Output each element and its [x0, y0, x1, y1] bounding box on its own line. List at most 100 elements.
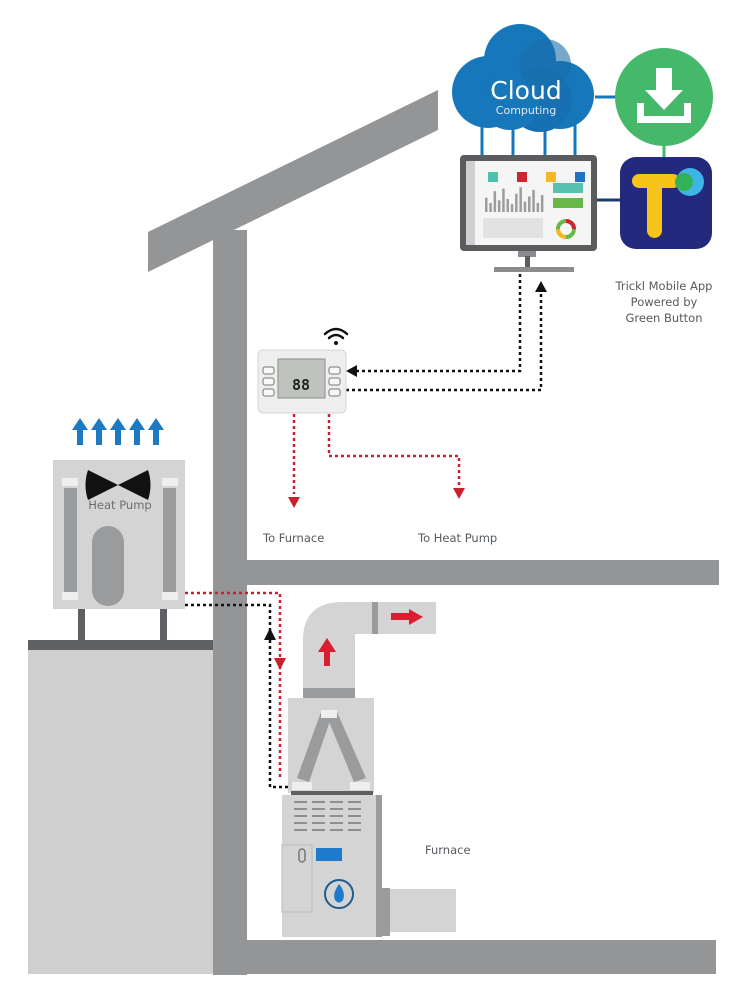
airflow-right-arrow — [391, 609, 423, 625]
app-caption-line-1: Trickl Mobile App — [615, 279, 713, 293]
trickl-app[interactable]: Trickl Mobile App Powered by Green Butto… — [615, 157, 713, 325]
main-floor — [247, 560, 719, 585]
trickl-app-icon — [620, 157, 712, 249]
fan-icon — [85, 470, 151, 500]
arrow-down-furnace — [274, 658, 286, 670]
airflow-arrow-icon — [129, 418, 145, 445]
vent-slot — [330, 808, 343, 810]
ground-slab — [28, 640, 214, 650]
dashboard-bar — [485, 197, 488, 212]
dashboard-bar — [493, 191, 497, 212]
dashboard-panel — [483, 218, 543, 238]
legend-swatch — [517, 172, 527, 182]
download-icon — [637, 68, 691, 123]
dashboard-bar — [502, 188, 505, 212]
data-line-heatpump-to-furnace — [185, 603, 295, 789]
vent-slot — [348, 801, 361, 803]
ground-block — [28, 648, 214, 974]
vent-slot — [294, 822, 307, 824]
thermostat-button-down[interactable] — [328, 388, 341, 397]
furnace-display — [316, 848, 342, 861]
legend-swatch — [575, 172, 585, 182]
legend-swatch — [488, 172, 498, 182]
airflow-up-arrow — [318, 638, 336, 666]
arrow-to-furnace — [288, 497, 300, 508]
vent-slot — [348, 822, 361, 824]
duct — [303, 602, 436, 700]
vent-slot — [312, 815, 325, 817]
data-line-thermostat-to-monitor — [346, 292, 543, 392]
dashboard-teal-bar — [553, 183, 583, 193]
green-button-download[interactable] — [615, 48, 713, 160]
app-caption-line-3: Green Button — [625, 311, 702, 325]
dashboard-bar — [489, 202, 492, 212]
vent-slot — [348, 815, 361, 817]
label-to-furnace: To Furnace — [262, 531, 324, 545]
cloud-title: Cloud — [490, 76, 561, 105]
dashboard-bar — [497, 200, 501, 212]
dashboard-green-bar — [553, 198, 583, 208]
vent-slot — [312, 801, 325, 803]
arrow-up-return — [264, 628, 276, 640]
donut-chart-icon — [556, 219, 576, 239]
label-to-heat-pump: To Heat Pump — [417, 531, 497, 545]
thermostat-icon — [257, 349, 347, 414]
furnace[interactable]: Furnace — [281, 602, 471, 937]
basement-floor — [213, 940, 716, 974]
thermostat-button-mode[interactable] — [328, 377, 341, 386]
thermostat-button-up[interactable] — [328, 366, 341, 375]
data-line-monitor-to-thermostat — [356, 274, 522, 373]
label-heat-pump: Heat Pump — [88, 498, 151, 512]
building-structure — [28, 90, 719, 975]
thermostat-button-cancel[interactable] — [262, 388, 275, 397]
vent-slot — [294, 801, 307, 803]
arrow-to-heat-pump — [453, 488, 465, 499]
vent-slot — [294, 829, 307, 831]
airflow-arrow-icon — [91, 418, 107, 445]
furnace-cabinet — [281, 795, 456, 937]
furnace-vents — [294, 801, 361, 831]
dashboard-monitor[interactable] — [460, 155, 620, 272]
vent-slot — [312, 822, 325, 824]
cloud-icon — [452, 24, 616, 158]
coil-unit — [288, 698, 374, 795]
vent-slot — [294, 808, 307, 810]
vent-slot — [294, 815, 307, 817]
airflow-arrow-icon — [148, 418, 164, 445]
airflow-arrow-icon — [72, 418, 88, 445]
dashboard-bar — [528, 196, 531, 212]
vent-slot — [312, 829, 325, 831]
dashboard-bar — [510, 204, 514, 212]
thermostat-button-menu[interactable] — [262, 377, 275, 386]
dashboard-legend — [488, 172, 585, 182]
control-line-to-heat-pump — [327, 414, 461, 488]
vent-slot — [330, 815, 343, 817]
dashboard-bar — [506, 199, 509, 212]
heat-pump[interactable]: Heat Pump — [53, 418, 185, 641]
dashboard-bar — [540, 195, 544, 212]
legend-swatch — [546, 172, 556, 182]
vent-slot — [348, 808, 361, 810]
airflow-arrows — [72, 418, 164, 445]
thermostat[interactable]: 88 — [257, 327, 349, 414]
dashboard-bar — [523, 201, 527, 212]
data-connections — [185, 274, 543, 789]
vent-slot — [330, 829, 343, 831]
dashboard-bar-chart — [485, 187, 544, 212]
exterior-wall — [213, 230, 247, 975]
thermostat-button-fan[interactable] — [262, 366, 275, 375]
label-furnace: Furnace — [425, 843, 471, 857]
airflow-arrow-icon — [110, 418, 126, 445]
arrow-to-monitor — [535, 281, 547, 292]
thermostat-display: 88 — [292, 376, 310, 394]
cloud-computing[interactable]: Cloud Computing — [452, 24, 616, 158]
dashboard-bar — [536, 202, 540, 212]
flame-icon-ring — [324, 879, 354, 909]
dashboard-bar — [515, 193, 518, 212]
vent-slot — [330, 801, 343, 803]
flame-icon — [334, 884, 344, 903]
vent-slot — [312, 808, 325, 810]
arrow-to-thermostat — [346, 365, 357, 377]
vent-slot — [348, 829, 361, 831]
